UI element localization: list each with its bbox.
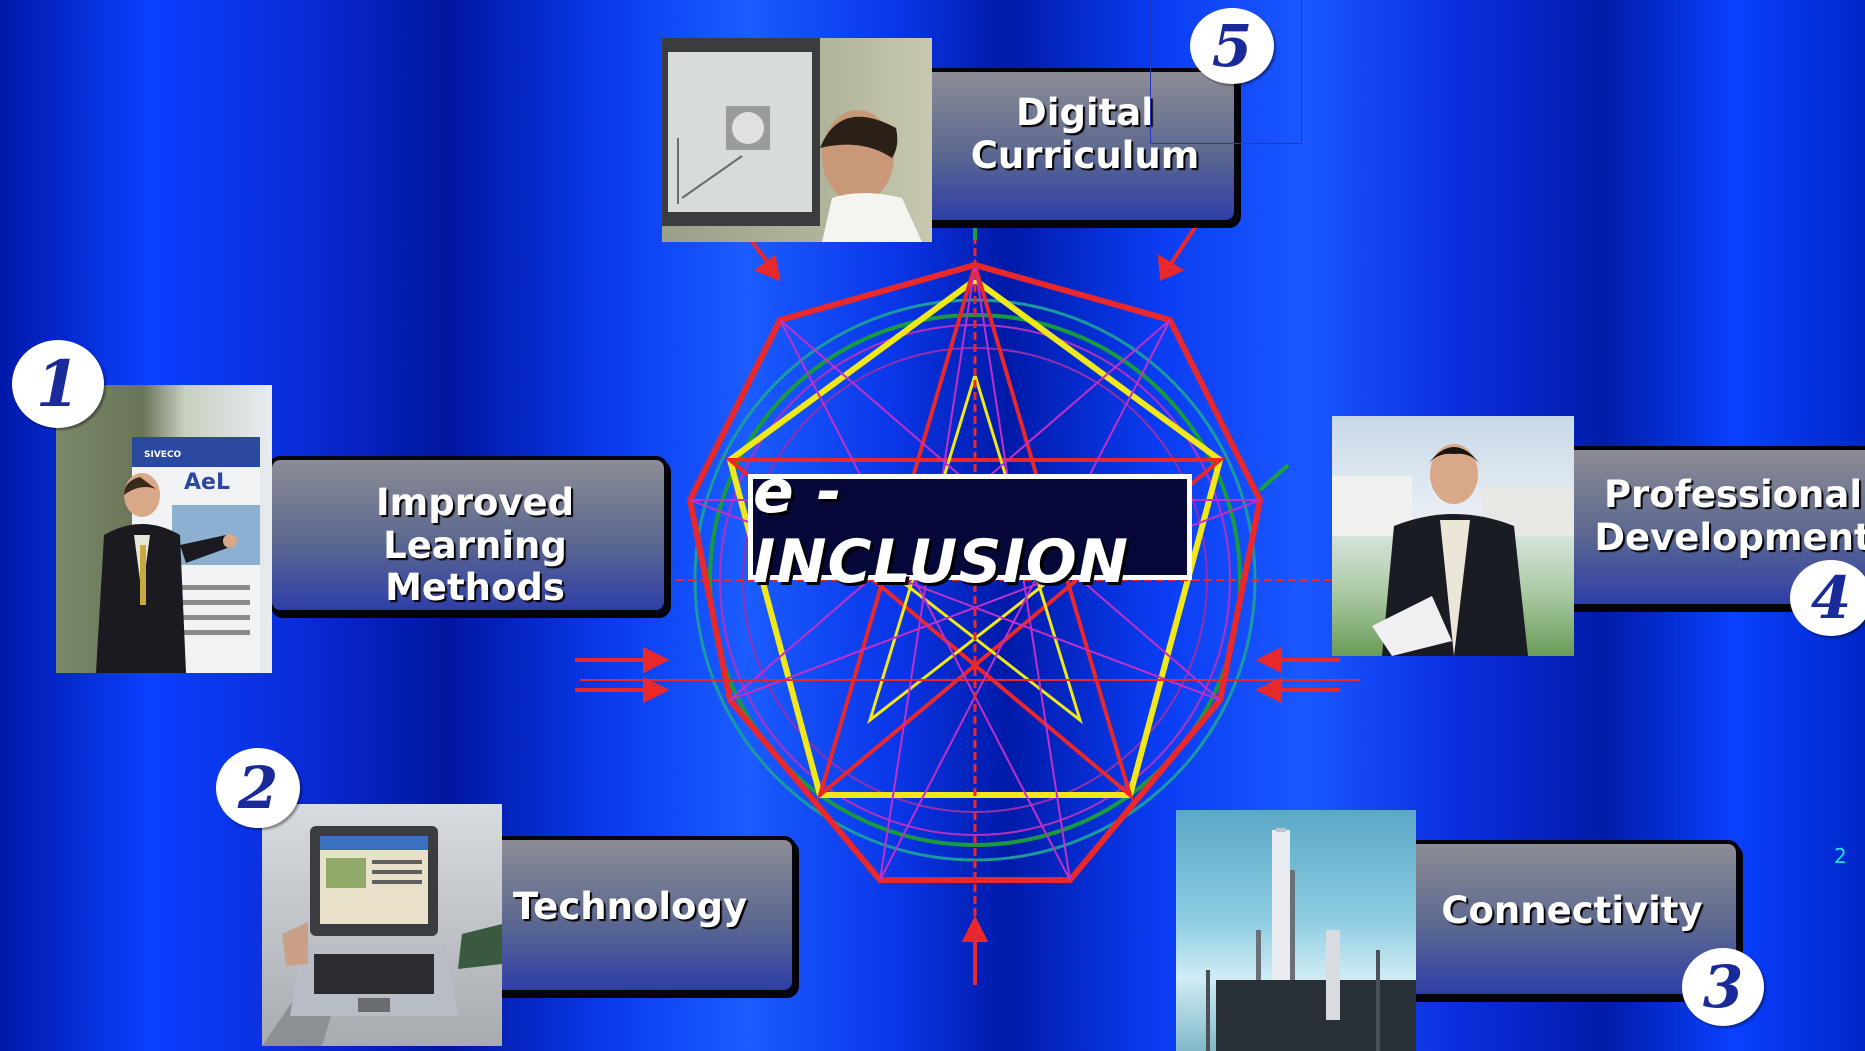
photo-presenter: SIVECO AeL [56, 385, 272, 673]
monitor-illustration [662, 38, 922, 242]
label-professional-development: Professional Development [1594, 473, 1865, 559]
photo-antenna [1176, 810, 1416, 1051]
center-title-box: e - INCLUSION [748, 457, 1192, 597]
badge-1: 1 [12, 340, 104, 428]
arrow-group [575, 218, 1340, 985]
antenna-illustration [1206, 828, 1416, 1051]
label-digital-curriculum: Digital Curriculum [970, 91, 1200, 177]
label-connectivity: Connectivity [1441, 889, 1703, 932]
panel-connectivity [1396, 840, 1740, 998]
panel-improved-learning-methods [268, 456, 668, 614]
slide-number: 2 [1834, 844, 1847, 868]
label-technology: Technology [512, 885, 748, 928]
center-title: e - INCLUSION [753, 457, 1130, 597]
photo-man-monitor [662, 38, 932, 242]
man-illustration [1332, 444, 1574, 656]
photo-man-laptop [1332, 416, 1574, 656]
banner-logo: AeL [184, 470, 230, 495]
badge-5: 5 [1190, 8, 1274, 84]
presenter-illustration: SIVECO AeL [96, 437, 260, 673]
green-arrow-group [973, 180, 1290, 492]
banner-brand: SIVECO [144, 450, 182, 460]
badge-2: 2 [216, 748, 300, 828]
selection-outline [1150, 0, 1302, 144]
laptop-illustration [262, 826, 502, 1046]
label-improved-learning-methods: Improved Learning Methods [375, 481, 575, 610]
badge-3: 3 [1682, 948, 1764, 1026]
panel-digital-curriculum [918, 68, 1238, 224]
photo-laptop [262, 804, 502, 1046]
badge-4: 4 [1790, 560, 1865, 636]
